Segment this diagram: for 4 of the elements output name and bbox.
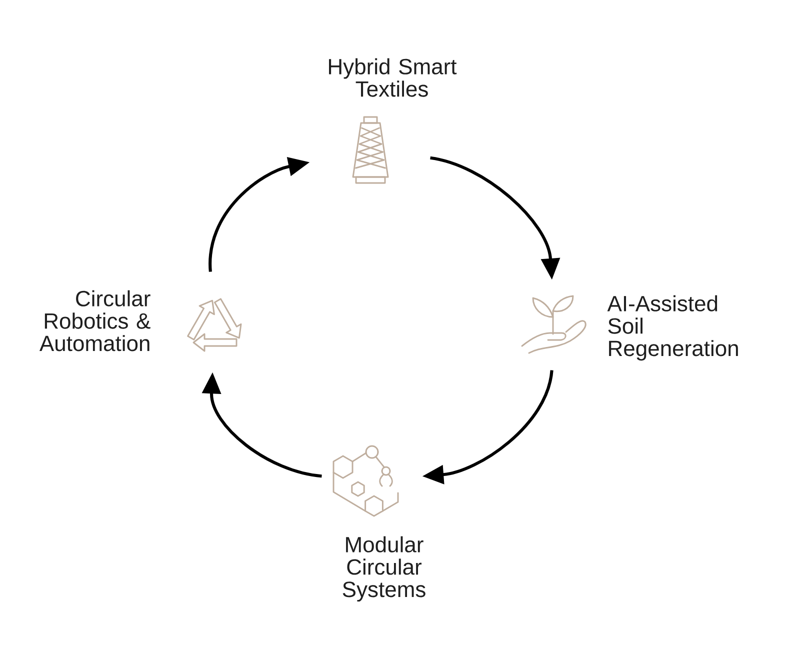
node-label: Hybrid Smart Textiles <box>329 58 457 97</box>
node-label: Modular Circular Systems <box>342 536 426 602</box>
node-label: Circular Robotics & Automation <box>40 290 150 352</box>
node-label: AI-Assisted Soil Regeneration <box>607 295 738 361</box>
